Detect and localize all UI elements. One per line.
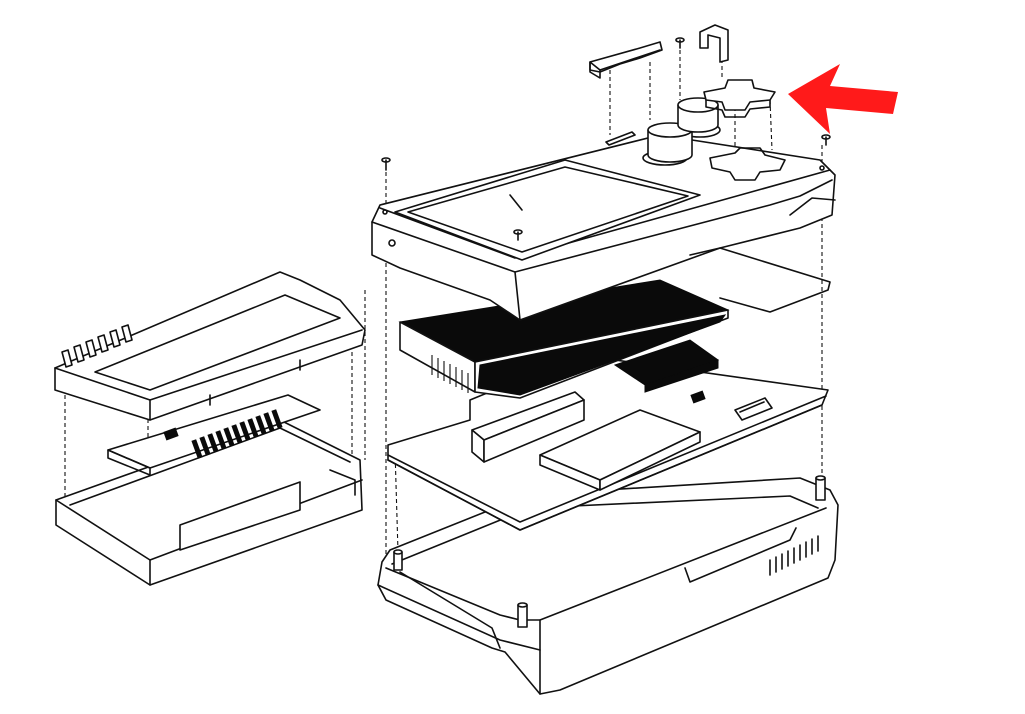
cartridge-contacts — [191, 409, 283, 459]
screws — [381, 37, 831, 241]
main-pcb — [387, 339, 829, 531]
cartridge-pcb — [107, 394, 321, 476]
dpad-button — [703, 79, 776, 118]
round-buttons — [647, 97, 719, 163]
grip-ridges — [61, 324, 133, 368]
screen-pins — [431, 355, 469, 393]
screen-module — [398, 279, 730, 399]
standoff-posts — [393, 475, 826, 628]
red-arrow-indicator — [788, 64, 898, 134]
top-shell — [371, 122, 836, 321]
hook-part — [699, 24, 729, 63]
vent-slots — [769, 535, 819, 576]
bottom-shell — [377, 475, 839, 695]
cartridge-shell-top — [54, 271, 366, 421]
shoulder-bracket — [589, 41, 663, 79]
